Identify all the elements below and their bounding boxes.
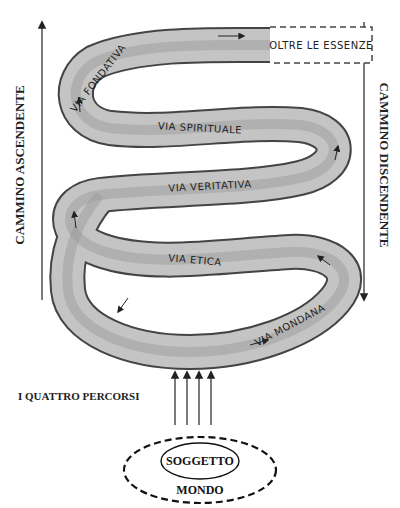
flow-arrow xyxy=(74,212,76,228)
flow-arrow xyxy=(218,36,244,37)
path-arrow xyxy=(210,372,211,425)
side-heading: CAMMINO ASCENDENTE xyxy=(12,85,28,244)
ascending-arrow xyxy=(41,22,42,300)
ribbon-dashed-end xyxy=(270,27,372,63)
path-arrow xyxy=(174,372,175,425)
ribbon-shade xyxy=(70,45,344,352)
path-arrow xyxy=(186,372,187,425)
world-ellipse: MONDO SOGGETTO xyxy=(123,436,277,504)
node-label: MONDO xyxy=(123,483,277,498)
ribbon-shade xyxy=(67,195,190,352)
flow-arrow xyxy=(118,298,128,312)
ellipse-outline xyxy=(161,443,239,479)
group-caption: I QUATTRO PERCORSI xyxy=(18,390,139,402)
flow-arrow xyxy=(318,256,330,265)
path-name: OLTRE LE ESSENZE xyxy=(269,40,373,51)
path-arrow xyxy=(198,372,199,425)
subject-ellipse: SOGGETTO xyxy=(160,442,240,480)
ribbon-fill xyxy=(70,45,344,352)
flow-arrow xyxy=(335,146,338,160)
ellipse-outline xyxy=(124,437,276,503)
side-heading: CAMMINO DISCENDENTE xyxy=(376,82,392,247)
node-label: SOGGETTO xyxy=(160,454,240,469)
ribbon-edge xyxy=(70,45,344,352)
